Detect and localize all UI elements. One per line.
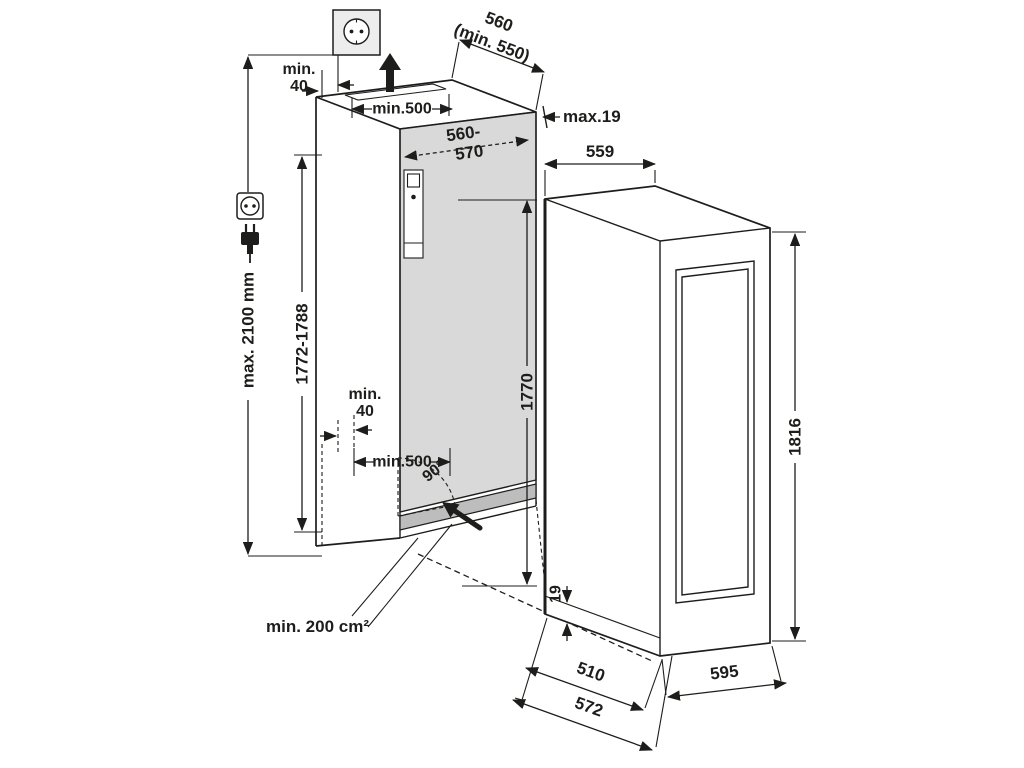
dim-label-socket-height: max. 2100 mm — [239, 272, 258, 388]
dim-label-niche-height: 1772-1788 — [293, 303, 312, 384]
dim-label-vent-top: min.500 — [372, 101, 432, 118]
dim-socket-height: max. 2100 mm — [239, 54, 333, 557]
dim-label-niche-width-2: 570 — [454, 141, 485, 164]
niche-drawing — [315, 79, 653, 662]
dim-label-bottom-clearance-min: min. — [349, 386, 382, 403]
plinth-vent-strip — [399, 483, 537, 531]
dim-bottom-clearance: min. 40 — [320, 386, 381, 452]
door-frame-outer — [675, 260, 755, 604]
connection-box — [403, 169, 424, 259]
dim-appliance-height: 1816 — [772, 231, 806, 642]
appliance-top-left-edge — [544, 198, 661, 242]
dim-label-inner-height: 1770 — [518, 373, 537, 411]
door-swing-arc — [397, 457, 456, 517]
appliance-drawing — [543, 185, 771, 657]
socket-symbol-icon — [332, 9, 381, 56]
dim-niche-width: 560- 570 — [403, 122, 530, 164]
dim-appliance-depth: 559 — [543, 142, 657, 196]
dim-label-appliance-depth: 559 — [586, 142, 614, 161]
dim-front-overhang: max.19 — [541, 105, 621, 129]
dim-vent-top: min.500 — [350, 94, 454, 118]
dim-top-clearance: min. 40 — [283, 61, 354, 98]
dim-label-front-overhang: max.19 — [563, 107, 621, 126]
airflow-up-arrow-icon — [379, 53, 401, 92]
dim-label-appliance-width: 595 — [709, 661, 739, 683]
niche-floor-front-edge — [315, 537, 401, 547]
dim-label-top-clearance-min: min. — [283, 61, 316, 78]
dim-plinth-gap: 19 — [548, 585, 573, 641]
power-plug-icon — [241, 224, 259, 263]
dim-label-niche-width-1: 560- — [445, 122, 481, 146]
vent-leader-line-2 — [367, 523, 453, 628]
dim-label-depth-with-door: 572 — [572, 693, 605, 720]
dim-label-depth-without-door: 510 — [574, 658, 607, 685]
top-vent-slot — [344, 83, 447, 101]
dim-vent-bottom: min.500 — [352, 448, 452, 476]
alignment-dashed-line — [417, 553, 653, 662]
dim-label-top-clearance-value: 40 — [290, 78, 308, 95]
appliance-outline — [544, 185, 771, 657]
vent-leader-line-1 — [351, 537, 419, 617]
dim-label-appliance-height: 1816 — [786, 418, 805, 456]
door-frame-inner — [681, 268, 749, 596]
dim-appliance-width: 595 — [661, 645, 788, 701]
dim-label-plinth-gap: 19 — [548, 585, 565, 603]
dim-niche-height: 1772-1788 — [293, 154, 322, 533]
dim-label-bottom-clearance-value: 40 — [356, 403, 374, 420]
dim-label-vent-cross-section: min. 200 cm² — [266, 617, 369, 636]
dim-label-vent-bottom: min.500 — [372, 454, 432, 471]
power-socket-icon — [236, 192, 264, 220]
airflow-in-arrow-icon — [442, 502, 483, 531]
appliance-top-front-edge — [659, 227, 771, 242]
dim-inner-height: 1770 — [458, 199, 537, 587]
